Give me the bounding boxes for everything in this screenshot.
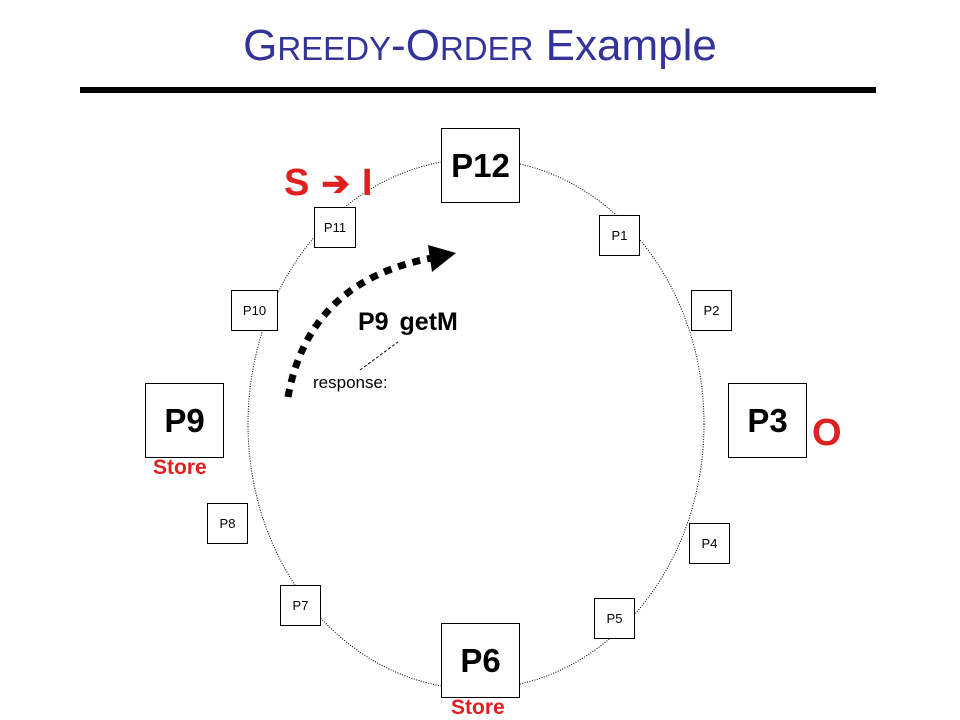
node-p4: P4 xyxy=(689,523,730,564)
state-to-i: I xyxy=(361,162,373,204)
node-p5: P5 xyxy=(594,598,635,639)
title-example: Example xyxy=(533,21,717,70)
title-smallcaps-rder: RDER xyxy=(439,30,534,67)
node-p10: P10 xyxy=(231,290,278,331)
state-transition-label: S ➔ I xyxy=(284,160,372,207)
node-p6: P6 xyxy=(441,623,520,698)
node-p11: P11 xyxy=(314,207,356,248)
title-initial-o: O xyxy=(405,21,440,70)
node-p7: P7 xyxy=(280,585,321,626)
node-p8: P8 xyxy=(207,503,248,544)
p9-store-label: Store xyxy=(153,456,207,479)
node-p12: P12 xyxy=(441,128,520,203)
response-label: response: xyxy=(313,373,388,392)
p3-state-label: O xyxy=(812,412,842,454)
node-p1: P1 xyxy=(599,215,640,256)
message-path-arrow xyxy=(284,254,433,398)
slide-title: GREEDY-ORDER Example xyxy=(0,18,960,77)
node-p2: P2 xyxy=(691,290,732,331)
title-initial-g: G xyxy=(243,21,278,70)
response-leader-line xyxy=(359,341,399,371)
message-label: P9 getM xyxy=(358,308,458,336)
title-smallcaps-reedy: REEDY xyxy=(277,30,392,67)
title-dash: - xyxy=(391,21,406,70)
state-from-s: S xyxy=(284,162,310,204)
p6-store-label: Store xyxy=(451,696,505,719)
message-arrowhead xyxy=(428,245,456,272)
node-p3: P3 xyxy=(728,383,807,458)
node-p9: P9 xyxy=(145,383,224,458)
right-arrow-icon: ➔ xyxy=(321,165,350,203)
title-divider xyxy=(80,87,876,93)
